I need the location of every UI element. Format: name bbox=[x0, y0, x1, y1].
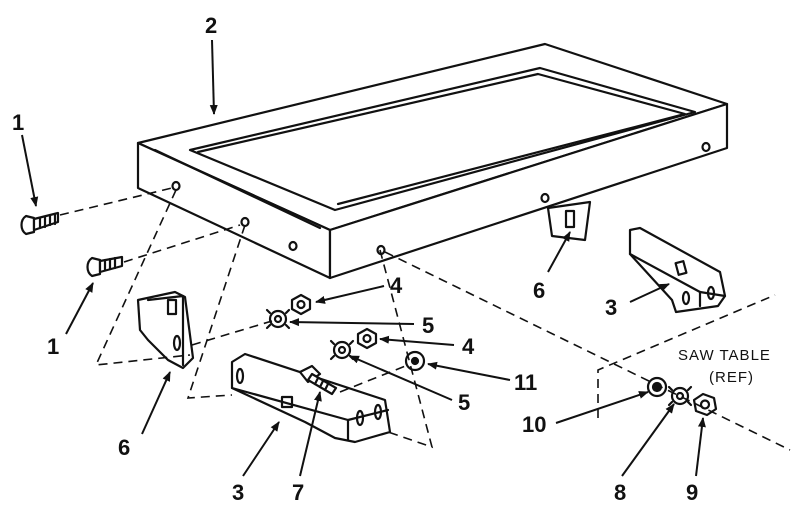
callout-5-middle: 5 bbox=[458, 390, 470, 415]
ref-label: (REF) bbox=[709, 369, 754, 386]
callout-10: 10 bbox=[522, 412, 546, 437]
callout-9: 9 bbox=[686, 480, 698, 505]
callout-5-upper: 5 bbox=[422, 313, 434, 338]
carriage-bolt-upper bbox=[20, 211, 60, 236]
leader-arrows bbox=[21, 39, 706, 477]
callout-1-lower: 1 bbox=[47, 334, 59, 359]
callout-11: 11 bbox=[514, 370, 537, 395]
extension-table bbox=[136, 42, 729, 280]
angle-bracket-left bbox=[136, 290, 195, 370]
angle-bracket-bottom bbox=[230, 352, 392, 444]
callout-2: 2 bbox=[205, 13, 217, 38]
callout-labels: 2 1 1 6 3 4 5 4 11 5 6 3 7 10 8 9 bbox=[12, 13, 698, 505]
callout-4-middle: 4 bbox=[462, 334, 475, 359]
callout-1-upper: 1 bbox=[12, 110, 24, 135]
lock-washer-upper bbox=[265, 308, 291, 330]
callout-7: 7 bbox=[292, 480, 304, 505]
hex-nut-upper bbox=[290, 293, 312, 316]
saw-table-ref-outline bbox=[597, 294, 776, 418]
flat-washer-11 bbox=[404, 350, 426, 372]
hex-nut-9 bbox=[692, 392, 718, 417]
callout-3-left: 3 bbox=[232, 480, 244, 505]
angle-bracket-right bbox=[628, 226, 727, 314]
bracket-under-table bbox=[546, 200, 592, 242]
callout-3-right: 3 bbox=[605, 295, 617, 320]
saw-table-ref-label: SAW TABLE (REF) bbox=[678, 347, 771, 386]
lock-washer-middle bbox=[329, 339, 355, 361]
lock-washer-8 bbox=[667, 385, 693, 407]
saw-table-label: SAW TABLE bbox=[678, 347, 771, 364]
callout-4-upper: 4 bbox=[390, 273, 403, 298]
callout-6-right: 6 bbox=[533, 278, 545, 303]
carriage-bolt-lower bbox=[86, 255, 124, 278]
hex-bolt bbox=[298, 364, 338, 396]
flat-washer-10 bbox=[646, 376, 668, 398]
callout-8: 8 bbox=[614, 480, 626, 505]
assembly-lines bbox=[59, 187, 791, 451]
hex-nut-middle bbox=[356, 327, 378, 350]
callout-6-left: 6 bbox=[118, 435, 130, 460]
